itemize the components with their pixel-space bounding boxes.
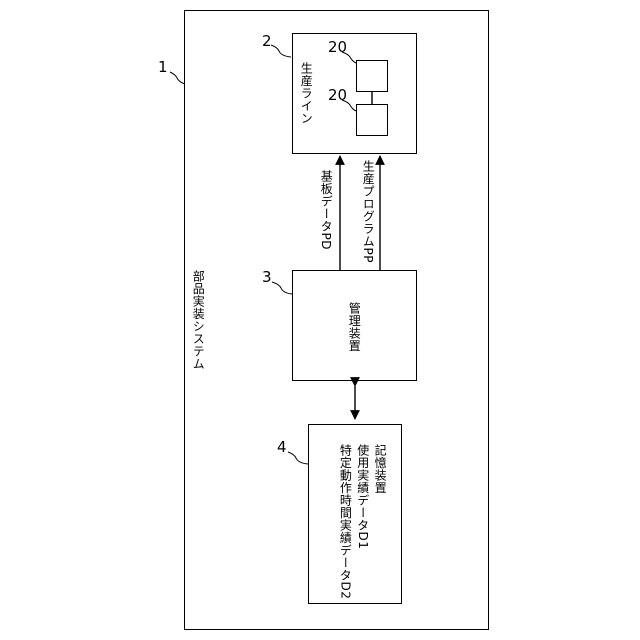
label-number-20-top: 20	[328, 38, 347, 56]
production-line-label: 生産ライン	[298, 62, 314, 125]
storage-title: 記憶装置	[371, 444, 388, 599]
production-program-label: 生産プログラムPP	[360, 160, 376, 263]
storage-line-1: 使用実績データD1	[353, 444, 370, 599]
label-number-20-bottom: 20	[328, 86, 347, 104]
board-data-label: 基板データPD	[318, 170, 334, 250]
leader-1	[170, 72, 185, 84]
leader-2	[271, 45, 291, 57]
storage-text: 記憶装置 使用実績データD1 特定動作時間実績データD2	[336, 444, 388, 599]
label-number-2: 2	[262, 32, 272, 50]
label-number-1: 1	[158, 58, 168, 76]
storage-line-2: 特定動作時間実績データD2	[336, 444, 353, 599]
management-label: 管理装置	[346, 302, 362, 352]
label-number-4: 4	[277, 438, 287, 456]
leader-3	[272, 282, 292, 294]
leader-4	[288, 452, 308, 464]
label-number-3: 3	[262, 268, 272, 286]
system-label: 部品実装システム	[190, 270, 206, 370]
